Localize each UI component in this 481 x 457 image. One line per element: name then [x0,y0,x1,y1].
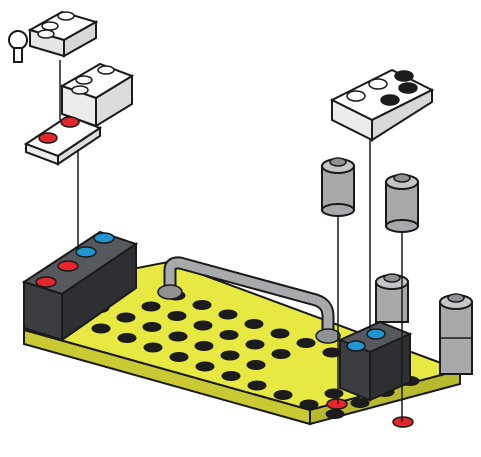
black-stud [380,94,400,106]
baseplate-stud [195,361,215,372]
baseplate-stud [143,342,163,353]
baseplate-stud [350,398,370,408]
baseplate-stud [246,360,266,370]
baseplate-stud [116,312,136,323]
baseplate-stud [244,319,264,329]
left-brick-side [61,242,137,342]
red-stud [60,116,80,128]
pipe-fill [165,258,333,341]
assembly-guide-lines [59,60,403,422]
red-target-stud [326,398,348,410]
red-stud [57,260,79,272]
right-dark-brick [337,320,413,402]
blue-stud [346,340,366,352]
baseplate-stud [167,311,187,321]
grey-round-brick-base-2 [439,293,473,375]
baseplate-stud [192,300,212,310]
grey-round-brick-base-1 [375,273,409,323]
baseplate-stud [324,388,344,399]
blue-stud [366,328,386,340]
grey-bent-pipe [157,256,341,344]
blue-stud [93,232,115,244]
red-stud [38,132,58,144]
baseplate-stud [194,341,214,351]
black-stud [398,82,418,94]
baseplate-stud [117,333,137,343]
baseplate-stud [325,409,345,419]
baseplate-stud [91,323,111,334]
red-target-stud [392,416,414,428]
baseplate-stud [273,390,293,400]
baseplate-stud [271,349,291,359]
baseplate-stud [270,328,290,339]
white-hinge-stack [8,10,135,166]
baseplate-stud [220,350,240,361]
baseplate-stud [245,339,265,350]
baseplate-stud [218,309,238,320]
pipe-end-cap [157,284,183,300]
white-slope-brick [329,68,435,142]
baseplate-stud [193,320,213,331]
red-stud [35,276,57,288]
black-stud [394,70,414,82]
baseplate-stud [299,399,319,410]
pipe-end-cap [315,328,341,344]
grey-round-brick-floating-2 [385,173,419,233]
baseplate-stud [247,380,267,391]
baseplate-stud [142,322,162,332]
blue-stud [75,246,97,258]
baseplate-stud [168,331,188,342]
baseplate-stud [296,338,316,348]
baseplate-stud [169,352,189,362]
baseplate-stud [141,301,161,312]
baseplate-stud [219,330,239,340]
grey-round-brick-floating-1 [321,157,355,217]
right-brick-side [369,332,411,402]
baseplate-stud [221,371,241,381]
hinge-knob-icon [8,30,28,50]
left-dark-brick [21,230,139,342]
